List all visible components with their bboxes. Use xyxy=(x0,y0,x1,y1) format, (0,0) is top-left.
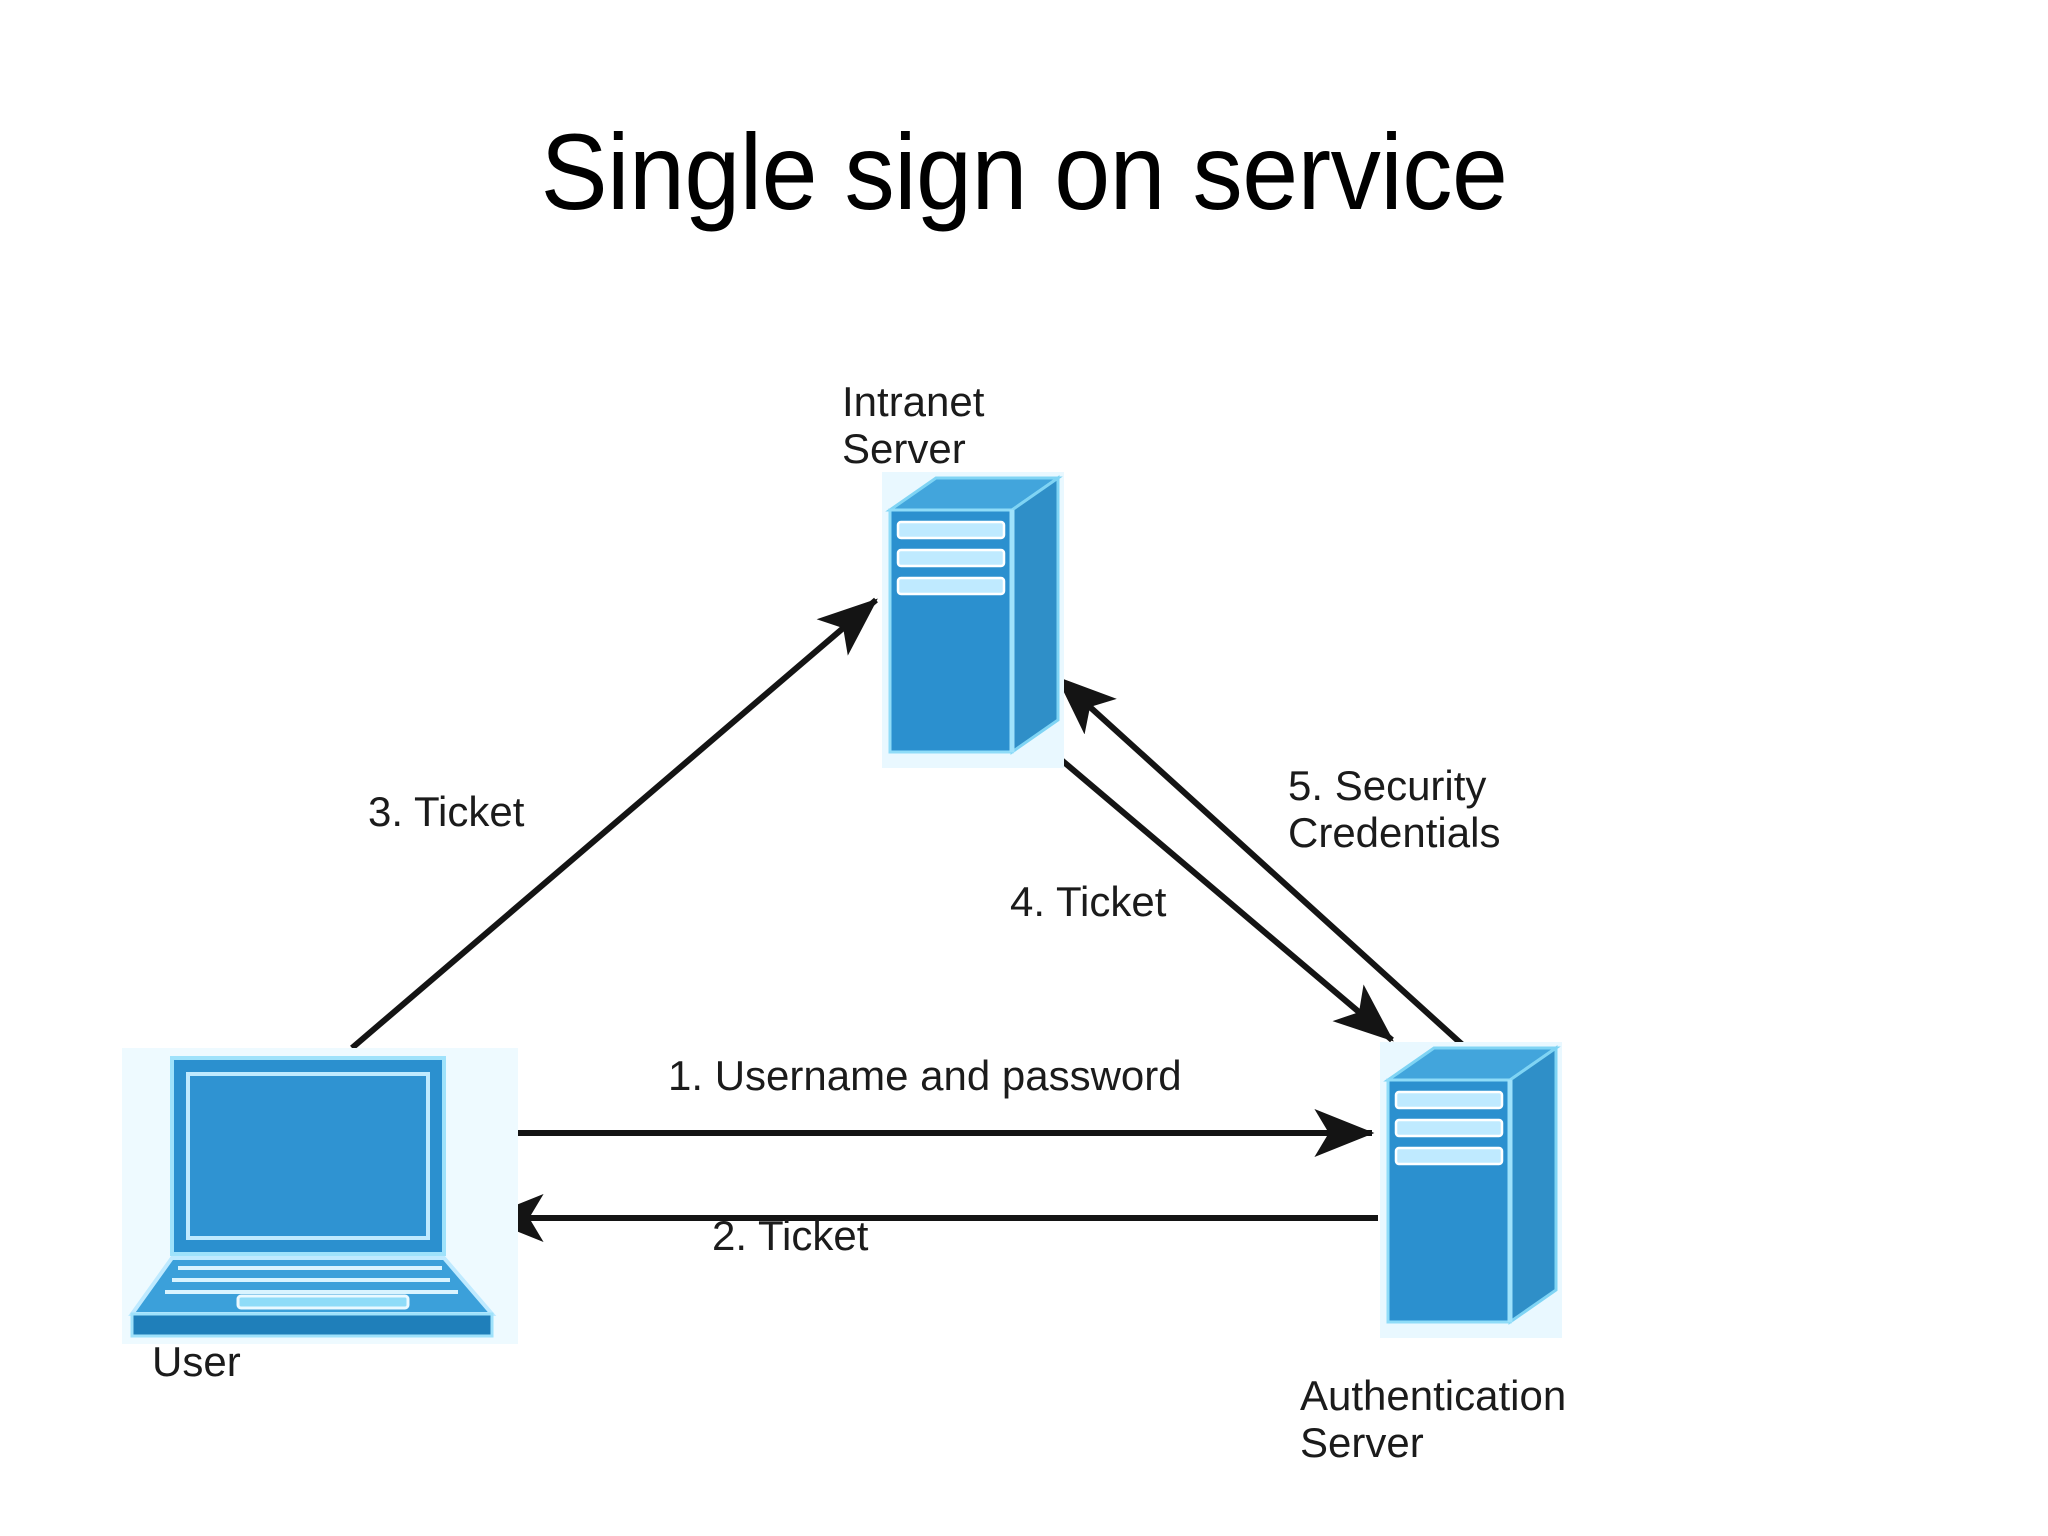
edge-3-arrow xyxy=(350,597,878,1051)
server-tower-icon xyxy=(1380,1042,1562,1338)
intranet-server-label: Intranet Server xyxy=(842,378,985,473)
authentication-server-label: Authentication Server xyxy=(1300,1372,1567,1467)
user-label: User xyxy=(152,1338,241,1385)
edge-4-arrow xyxy=(1050,749,1394,1043)
user-node[interactable] xyxy=(120,1046,520,1346)
laptop-icon xyxy=(122,1048,518,1344)
authentication-server-node[interactable] xyxy=(1378,1040,1568,1340)
intranet-server-node[interactable] xyxy=(880,470,1070,770)
server-tower-icon xyxy=(882,472,1064,768)
server-slot xyxy=(1394,1090,1504,1166)
edge-label-5-security-credentials: 5. Security Credentials xyxy=(1288,762,1501,857)
edge-label-2-ticket: 2. Ticket xyxy=(712,1212,869,1259)
server-slot xyxy=(896,520,1006,596)
edge-label-4-ticket: 4. Ticket xyxy=(1010,878,1167,925)
edge-label-3-ticket: 3. Ticket xyxy=(368,788,525,835)
page-title: Single sign on service xyxy=(540,111,1508,232)
edge-5-arrow xyxy=(1055,675,1469,1051)
keyboard-rows xyxy=(165,1266,458,1294)
edge-label-1-username-and-password: 1. Username and password xyxy=(668,1052,1182,1099)
